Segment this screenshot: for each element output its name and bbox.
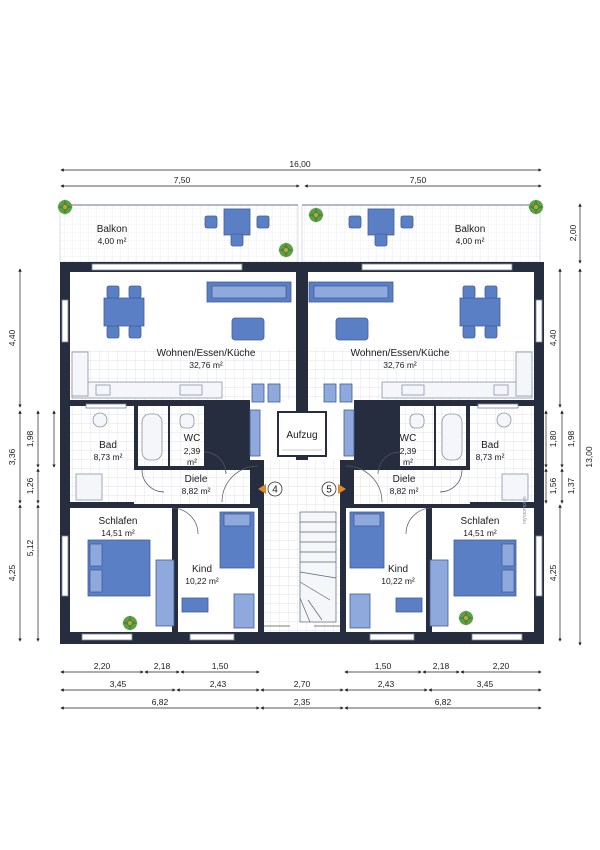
wc-right-name: WC [400,433,417,444]
bad-right-name: Bad [481,440,499,451]
dim-bottom-r3-3: 6,82 [435,697,452,707]
kind-right-area: 10,22 m² [381,576,415,586]
wc-left-area-unit: m² [187,457,197,467]
closet-right [323,383,355,457]
balkon-right-area: 4,00 m² [456,236,485,246]
dim-bottom-r2-5: 3,45 [477,679,494,689]
coffee-table [335,317,369,341]
watermark: myroomplan [522,496,528,524]
unit-marker-5: 5 [321,481,346,497]
coffee-table [231,317,265,341]
dim-right-5: 13,00 [584,446,594,468]
kind-right-name: Kind [388,564,408,575]
aufzug-label: Aufzug [286,430,317,441]
dimension-lines [18,168,582,710]
dim-bottom-r3-2: 2,35 [294,697,311,707]
dim-left-6: 4,25 [7,564,17,581]
wohnen-left-area: 32,76 m² [189,360,223,370]
dining-table-right [459,285,501,339]
balcony-table-left [204,208,270,247]
dim-right-4: 1,98 [566,430,576,447]
dim-bottom-r3-1: 6,82 [152,697,169,707]
dim-left-2: 1,98 [25,430,35,447]
dim-bottom-r1-1: 2,20 [94,661,111,671]
schlafen-left-name: Schlafen [99,516,138,527]
dim-bottom-r1-4: 1,50 [375,661,392,671]
dim-top-right: 7,50 [410,175,427,185]
elevator [277,411,327,457]
unit-marker-4: 4 [258,481,283,497]
dim-left-4: 1,26 [25,477,35,494]
dim-bottom-r1-5: 2,18 [433,661,450,671]
dim-right-1: 2,00 [568,224,578,241]
kind-left-area: 10,22 m² [185,576,219,586]
balkon-left-area: 4,00 m² [98,236,127,246]
windows [61,263,543,641]
dim-left-5: 5,12 [25,539,35,556]
dim-right-3: 1,80 [548,430,558,447]
balkon-left [59,204,299,263]
kind-left-name: Kind [192,564,212,575]
wohnen-right-area: 32,76 m² [383,360,417,370]
diele-right-area: 8,82 m² [390,486,419,496]
balkon-left-name: Balkon [97,224,128,235]
bad-left-area: 8,73 m² [94,452,123,462]
bed-kind-right [349,511,423,629]
bath-fixtures-left [75,412,195,501]
balkon-right-name: Balkon [455,224,486,235]
wc-right-area-value: 2,39 [400,446,417,456]
balcony-table-right [348,208,414,247]
bad-left-name: Bad [99,440,117,451]
schlafen-right-name: Schlafen [461,516,500,527]
bed-schlafen-left [87,539,175,627]
diele-left-area: 8,82 m² [182,486,211,496]
wc-left-area-value: 2,39 [184,446,201,456]
door-swings [141,451,463,627]
kitchen-counter-left [71,351,223,399]
dim-left-1: 4,40 [7,329,17,346]
dim-left-3: 3,36 [7,448,17,465]
dim-right-7: 1,37 [566,477,576,494]
dim-bottom-r2-2: 2,43 [210,679,227,689]
dim-right-2: 4,40 [548,329,558,346]
bath-fixtures-right [409,412,529,501]
dim-right-6: 1,56 [548,477,558,494]
bed-kind-left [181,511,255,629]
wc-left-name: WC [184,433,201,444]
dim-bottom-r2-4: 2,43 [378,679,395,689]
diele-left-name: Diele [185,474,208,485]
bad-right-area: 8,73 m² [476,452,505,462]
dim-bottom-r1-3: 1,50 [212,661,229,671]
staircase [299,511,337,623]
dim-bottom-r2-1: 3,45 [110,679,127,689]
schlafen-left-area: 14,51 m² [101,528,135,538]
dim-right-8: 4,25 [548,564,558,581]
sofa-right [308,281,394,303]
unit-number-5: 5 [326,485,332,496]
dim-bottom-r2-3: 2,70 [294,679,311,689]
kitchen-counter-right [381,351,533,399]
closet-left [249,383,281,457]
balkon-right [301,204,541,263]
dim-top-left: 7,50 [174,175,191,185]
schlafen-right-area: 14,51 m² [463,528,497,538]
wohnen-right-name: Wohnen/Essen/Küche [351,348,450,359]
wc-right-area-unit: m² [403,457,413,467]
diele-right-name: Diele [393,474,416,485]
bed-schlafen-right [429,539,517,627]
dim-bottom-r1-6: 2,20 [493,661,510,671]
unit-number-4: 4 [272,485,278,496]
sofa-left [206,281,292,303]
dining-table-left [103,285,145,339]
dim-bottom-r1-2: 2,18 [154,661,171,671]
dim-top-total: 16,00 [289,159,311,169]
wohnen-left-name: Wohnen/Essen/Küche [157,348,256,359]
